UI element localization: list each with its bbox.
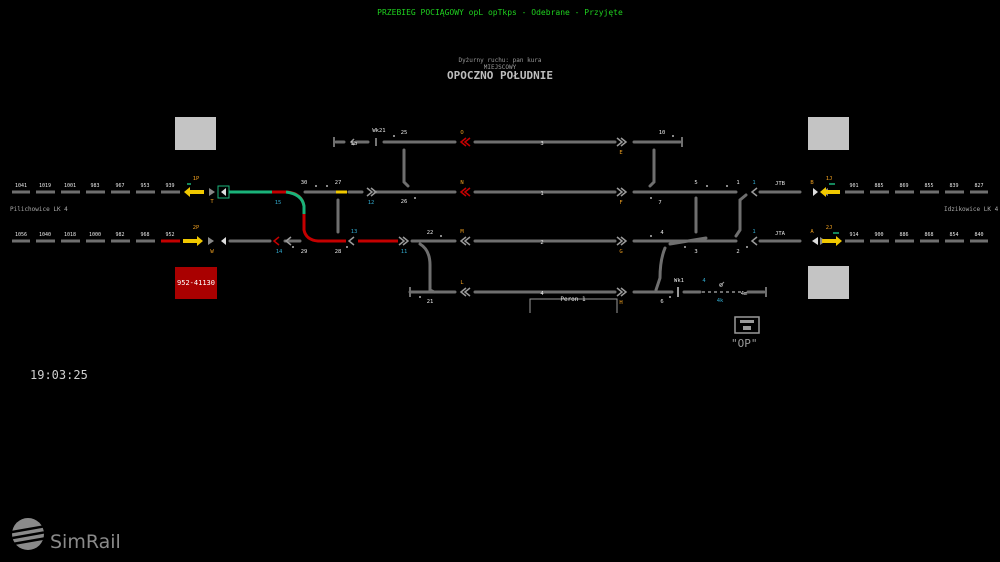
block-label: 840 bbox=[974, 232, 983, 238]
signal-label-F: F bbox=[619, 200, 622, 206]
block-label: 886 bbox=[899, 232, 908, 238]
block-label: 854 bbox=[949, 232, 958, 238]
block-label: 1019 bbox=[39, 183, 51, 189]
signal-label-T: T bbox=[210, 199, 214, 205]
svg-text:29: 29 bbox=[301, 249, 308, 255]
block-label: 901 bbox=[849, 183, 858, 189]
right-line-label: Idzikowice LK 4 bbox=[944, 206, 999, 213]
svg-text:11: 11 bbox=[401, 249, 408, 255]
svg-text:3: 3 bbox=[694, 249, 697, 255]
block-label: 868 bbox=[924, 232, 933, 238]
indicator-box-right-bottom[interactable] bbox=[808, 266, 849, 299]
signal-label-L: L bbox=[460, 280, 464, 286]
block-label: 953 bbox=[140, 183, 149, 189]
block-label: 1000 bbox=[89, 232, 101, 238]
signal-label-H: H bbox=[619, 300, 622, 306]
signal-label-Wk1: Wk1 bbox=[674, 278, 684, 284]
svg-text:7: 7 bbox=[658, 200, 661, 206]
block-label: 967 bbox=[115, 183, 124, 189]
block-label: 1018 bbox=[64, 232, 76, 238]
train-number: 952-41130 bbox=[177, 279, 215, 287]
svg-text:1: 1 bbox=[736, 180, 739, 186]
svg-text:14: 14 bbox=[276, 249, 283, 255]
signal-label-G: G bbox=[619, 249, 622, 255]
train-number-box[interactable]: 952-41130 bbox=[175, 267, 217, 299]
logo-text: SimRail bbox=[50, 531, 121, 553]
track-number-4: 4 bbox=[540, 291, 544, 297]
signal-label-4m: 4m bbox=[741, 291, 748, 297]
left-line-label: Pilichowice LK 4 bbox=[10, 206, 68, 213]
track-number-3: 3 bbox=[540, 141, 543, 147]
local-post-label: "OP" bbox=[731, 337, 758, 350]
clock: 19:03:25 bbox=[30, 368, 88, 382]
block-label: 1056 bbox=[15, 232, 27, 238]
signal-label-2P: 2P bbox=[193, 225, 200, 231]
svg-text:2: 2 bbox=[736, 249, 739, 255]
svg-text:26: 26 bbox=[401, 199, 408, 205]
block-label: 885 bbox=[874, 183, 883, 189]
block-label: 855 bbox=[924, 183, 933, 189]
indicator-box-left-top[interactable] bbox=[175, 117, 216, 150]
block-label: 900 bbox=[874, 232, 883, 238]
signal-label-2J: 2J bbox=[826, 225, 833, 231]
block-label: 982 bbox=[115, 232, 124, 238]
signal-label-W: W bbox=[210, 249, 214, 255]
svg-text:25: 25 bbox=[401, 130, 408, 136]
local-post-icon[interactable] bbox=[734, 316, 760, 334]
svg-text:13: 13 bbox=[351, 229, 358, 235]
platform-label: Peron 1 bbox=[560, 296, 586, 303]
indicator-box-right-top[interactable] bbox=[808, 117, 849, 150]
route-green bbox=[285, 190, 306, 214]
svg-text:4: 4 bbox=[660, 230, 664, 236]
block-label: 939 bbox=[165, 183, 174, 189]
block-label: 827 bbox=[974, 183, 983, 189]
svg-text:27: 27 bbox=[335, 180, 342, 186]
signal-label-Wk21: Wk21 bbox=[372, 128, 385, 134]
block-label: 1001 bbox=[64, 183, 76, 189]
block-label: 914 bbox=[849, 232, 858, 238]
svg-text:28: 28 bbox=[335, 249, 342, 255]
svg-text:1: 1 bbox=[752, 229, 755, 235]
signal-label-4k: 4k bbox=[717, 298, 724, 304]
signal-label-B: B bbox=[810, 180, 814, 186]
svg-text:10: 10 bbox=[659, 130, 666, 136]
svg-text:3b: 3b bbox=[351, 141, 358, 147]
svg-text:4: 4 bbox=[702, 278, 706, 284]
signal-label-O: O bbox=[460, 130, 463, 136]
route-status-text: PRZEBIEG POCIĄGOWY opL opTkps - Odebrane… bbox=[377, 8, 623, 17]
simrail-logo-icon bbox=[11, 518, 46, 550]
block-label: 839 bbox=[949, 183, 958, 189]
svg-text:12: 12 bbox=[368, 200, 375, 206]
signal-label-JTA: JTA bbox=[775, 231, 786, 237]
block-label: 1041 bbox=[15, 183, 27, 189]
svg-text:22: 22 bbox=[427, 230, 434, 236]
track-number-2: 2 bbox=[540, 240, 543, 246]
track-number-1: 1 bbox=[540, 191, 543, 197]
dispatcher-name: Dyżurny ruchu: pan kura bbox=[458, 57, 542, 64]
block-label: 952 bbox=[165, 232, 174, 238]
svg-text:5: 5 bbox=[694, 180, 697, 186]
signal-label-JTB: JTB bbox=[775, 181, 786, 187]
block-label: 968 bbox=[140, 232, 149, 238]
station-name: OPOCZNO POŁUDNIE bbox=[447, 69, 553, 82]
block-label: 1040 bbox=[39, 232, 51, 238]
svg-text:6: 6 bbox=[660, 299, 663, 305]
control-mode: MIEJSCOWY bbox=[483, 64, 517, 71]
block-label: 869 bbox=[899, 183, 908, 189]
route-red bbox=[272, 190, 346, 243]
signal-label-N: N bbox=[460, 180, 463, 186]
svg-text:15: 15 bbox=[275, 200, 282, 206]
signal-label-M: M bbox=[460, 229, 464, 235]
signal-label-A: A bbox=[810, 229, 814, 235]
signal-label-E: E bbox=[619, 150, 622, 156]
signal-label-1P: 1P bbox=[193, 176, 200, 182]
svg-text:30: 30 bbox=[301, 180, 308, 186]
svg-text:21: 21 bbox=[427, 299, 434, 305]
signal-label-1J: 1J bbox=[826, 176, 833, 182]
svg-text:1: 1 bbox=[752, 180, 755, 186]
block-label: 983 bbox=[90, 183, 99, 189]
